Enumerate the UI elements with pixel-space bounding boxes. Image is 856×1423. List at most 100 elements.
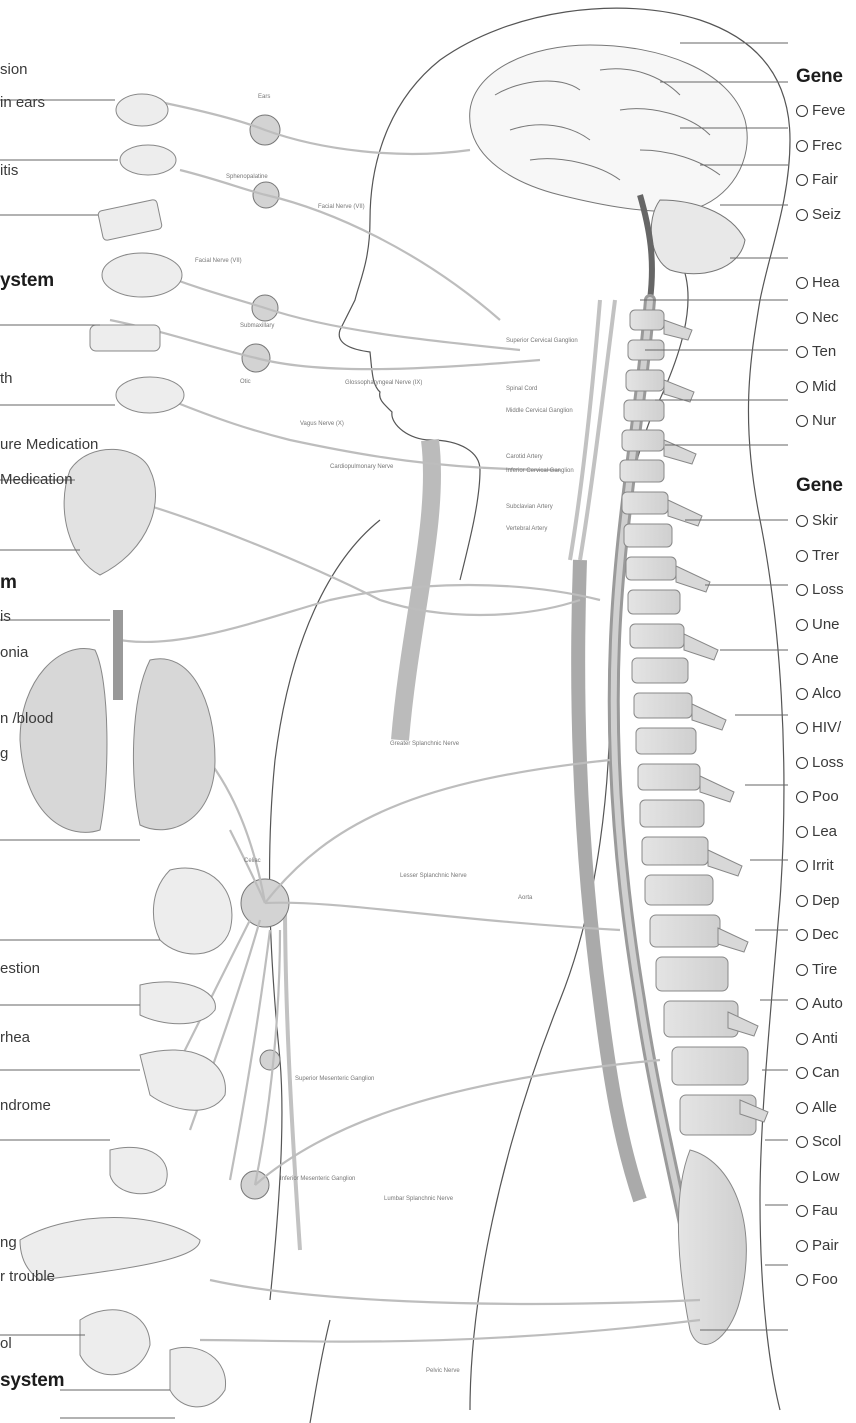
checkbox-circle[interactable] <box>796 105 808 117</box>
eye-organ <box>120 145 176 175</box>
checkbox-circle[interactable] <box>796 277 808 289</box>
checkbox-label: Pair <box>812 1237 839 1254</box>
checkbox-item[interactable]: Une <box>796 616 840 633</box>
checkbox-circle[interactable] <box>796 1171 808 1183</box>
genitals-organ <box>170 1347 226 1407</box>
checkbox-circle[interactable] <box>796 860 808 872</box>
checkbox-item[interactable]: Nur <box>796 412 836 429</box>
checkbox-item[interactable]: Alle <box>796 1099 837 1116</box>
checkbox-label: Nec <box>812 309 839 326</box>
left-item-is: is <box>0 608 11 625</box>
checkbox-circle[interactable] <box>796 174 808 186</box>
checkbox-item[interactable]: Foo <box>796 1271 838 1288</box>
checkbox-circle[interactable] <box>796 964 808 976</box>
checkbox-circle[interactable] <box>796 688 808 700</box>
checkbox-label: Dep <box>812 892 840 909</box>
checkbox-circle[interactable] <box>796 1033 808 1045</box>
checkbox-label: HIV/ <box>812 719 841 736</box>
checkbox-label: Auto <box>812 995 843 1012</box>
label-ears: Ears <box>258 94 270 100</box>
bladder-organ <box>80 1310 150 1375</box>
label-facial-nerve-top: Facial Nerve (VII) <box>318 204 365 210</box>
checkbox-item[interactable]: Poo <box>796 788 839 805</box>
checkbox-item[interactable]: Auto <box>796 995 843 1012</box>
checkbox-circle[interactable] <box>796 1240 808 1252</box>
checkbox-circle[interactable] <box>796 1205 808 1217</box>
checkbox-circle[interactable] <box>796 1102 808 1114</box>
label-vagus: Vagus Nerve (X) <box>300 421 344 427</box>
label-otic: Otic <box>240 379 251 385</box>
checkbox-circle[interactable] <box>796 346 808 358</box>
checkbox-circle[interactable] <box>796 929 808 941</box>
checkbox-circle[interactable] <box>796 550 808 562</box>
checkbox-circle[interactable] <box>796 312 808 324</box>
kidney-organ <box>110 1147 167 1193</box>
checkbox-label: Alle <box>812 1099 837 1116</box>
checkbox-circle[interactable] <box>796 415 808 427</box>
checkbox-circle[interactable] <box>796 998 808 1010</box>
checkbox-circle[interactable] <box>796 826 808 838</box>
checkbox-circle[interactable] <box>796 140 808 152</box>
checkbox-circle[interactable] <box>796 209 808 221</box>
checkbox-circle[interactable] <box>796 619 808 631</box>
checkbox-item[interactable]: Nec <box>796 309 839 326</box>
checkbox-circle[interactable] <box>796 722 808 734</box>
checkbox-circle[interactable] <box>796 1067 808 1079</box>
checkbox-item[interactable]: Tire <box>796 961 837 978</box>
left-item-ng: ng <box>0 1234 17 1251</box>
checkbox-item[interactable]: Can <box>796 1064 840 1081</box>
checkbox-item[interactable]: Dep <box>796 892 840 909</box>
ear-organ <box>116 94 168 126</box>
esophagus <box>400 440 432 740</box>
checkbox-item[interactable]: Fau <box>796 1202 838 1219</box>
left-heading-system: system <box>0 1370 64 1392</box>
checkbox-item[interactable]: Fair <box>796 171 838 188</box>
checkbox-circle[interactable] <box>796 515 808 527</box>
checkbox-label: Mid <box>812 378 836 395</box>
checkbox-label: Low <box>812 1168 840 1185</box>
checkbox-item[interactable]: Anti <box>796 1030 838 1047</box>
checkbox-circle[interactable] <box>796 1136 808 1148</box>
checkbox-label: Scol <box>812 1133 841 1150</box>
label-lumbar-splanchnic: Lumbar Splanchnic Nerve <box>384 1196 454 1202</box>
checkbox-label: Dec <box>812 926 839 943</box>
checkbox-item[interactable]: Alco <box>796 685 841 702</box>
checkbox-label: Fau <box>812 1202 838 1219</box>
checkbox-circle[interactable] <box>796 584 808 596</box>
checkbox-item[interactable]: Irrit <box>796 857 834 874</box>
ganglia <box>241 115 289 1199</box>
checkbox-label: Frec <box>812 137 842 154</box>
checkbox-circle[interactable] <box>796 1274 808 1286</box>
left-item-ure-medication: ure Medication <box>0 436 98 453</box>
checkbox-item[interactable]: Scol <box>796 1133 841 1150</box>
checkbox-item[interactable]: Ane <box>796 650 839 667</box>
checkbox-item[interactable]: Skir <box>796 512 838 529</box>
checkbox-item[interactable]: Hea <box>796 274 840 291</box>
nose-organ <box>98 199 163 241</box>
checkbox-item[interactable]: Mid <box>796 378 836 395</box>
checkbox-item[interactable]: Seiz <box>796 206 841 223</box>
checkbox-label: Tire <box>812 961 837 978</box>
checkbox-label: Feve <box>812 102 845 119</box>
checkbox-item[interactable]: Dec <box>796 926 839 943</box>
checkbox-item[interactable]: Low <box>796 1168 840 1185</box>
left-item-estion: estion <box>0 960 40 977</box>
checkbox-item[interactable]: Loss <box>796 581 844 598</box>
checkbox-item[interactable]: Loss <box>796 754 844 771</box>
checkbox-item[interactable]: Ten <box>796 343 836 360</box>
checkbox-item[interactable]: Frec <box>796 137 842 154</box>
left-item-g: g <box>0 745 8 762</box>
label-inferior-cervical: Inferior Cervical Ganglion <box>506 468 574 474</box>
checkbox-item[interactable]: Feve <box>796 102 845 119</box>
checkbox-circle[interactable] <box>796 757 808 769</box>
checkbox-circle[interactable] <box>796 791 808 803</box>
checkbox-circle[interactable] <box>796 381 808 393</box>
checkbox-circle[interactable] <box>796 895 808 907</box>
checkbox-item[interactable]: Lea <box>796 823 837 840</box>
checkbox-item[interactable]: Pair <box>796 1237 839 1254</box>
label-inferior-mesenteric: Inferior Mesenteric Ganglion <box>280 1176 355 1182</box>
checkbox-item[interactable]: Trer <box>796 547 839 564</box>
checkbox-circle[interactable] <box>796 653 808 665</box>
checkbox-item[interactable]: HIV/ <box>796 719 841 736</box>
